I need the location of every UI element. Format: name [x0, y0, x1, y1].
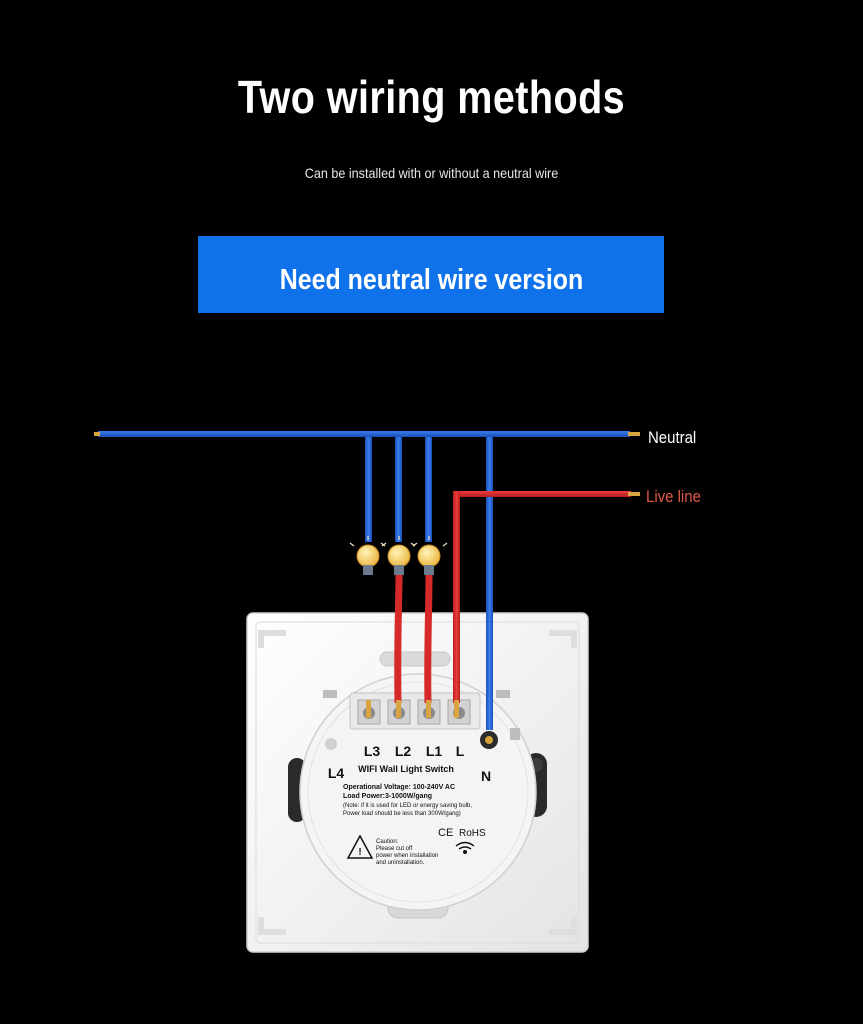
switch-backplate	[246, 612, 589, 953]
neutral-to-switch-wire	[486, 437, 493, 730]
caution-title: Caution:	[376, 839, 399, 845]
bulb-l1	[410, 536, 448, 575]
neutral-label: Neutral	[648, 428, 697, 447]
caution-line-1: Please cut off	[376, 846, 413, 852]
bulb-l2	[380, 536, 418, 575]
warning-icon: !	[346, 834, 374, 859]
note-line-1: (Note: if it is used for LED or energy s…	[343, 803, 472, 809]
terminal-label-l3: L3	[364, 743, 381, 759]
caution-line-3: and uninstallation.	[376, 860, 425, 866]
rohs-mark: RoHS	[459, 828, 486, 839]
note-line-2: Power load should be less than 300W/gang…	[343, 811, 461, 817]
version-banner: Need neutral wire version	[198, 236, 664, 313]
page-title: Two wiring methods	[237, 71, 626, 123]
neutral-wire	[94, 431, 640, 437]
bulb-neutral-drops	[365, 437, 432, 542]
load-wires	[364, 574, 433, 704]
live-wire	[453, 491, 640, 703]
bulb-l3	[349, 536, 387, 575]
terminal-label-n: N	[481, 768, 491, 784]
terminal-label-l: L	[456, 743, 465, 759]
terminal-wire-tips	[366, 700, 459, 718]
switch-labels: L3 L2 L1 L L4 N WIFI Wall Light Switch O…	[328, 743, 491, 866]
svg-text:!: !	[358, 847, 361, 858]
version-banner-text: Need neutral wire version	[279, 264, 583, 296]
terminal-label-l1: L1	[426, 743, 443, 759]
product-name: WIFI Wall Light Switch	[358, 764, 454, 774]
wifi-icon	[455, 841, 475, 855]
live-line-label: Live line	[646, 487, 701, 506]
page-subtitle: Can be installed with or without a neutr…	[304, 165, 559, 181]
voltage-spec: Operational Voltage: 100-240V AC	[343, 784, 455, 791]
caution-line-2: power when installation	[376, 853, 438, 859]
terminal-label-l2: L2	[395, 743, 412, 759]
load-power-spec: Load Power:3-1000W/gang	[343, 793, 432, 800]
terminal-label-l4: L4	[328, 765, 345, 781]
ce-mark: CE	[438, 827, 453, 839]
